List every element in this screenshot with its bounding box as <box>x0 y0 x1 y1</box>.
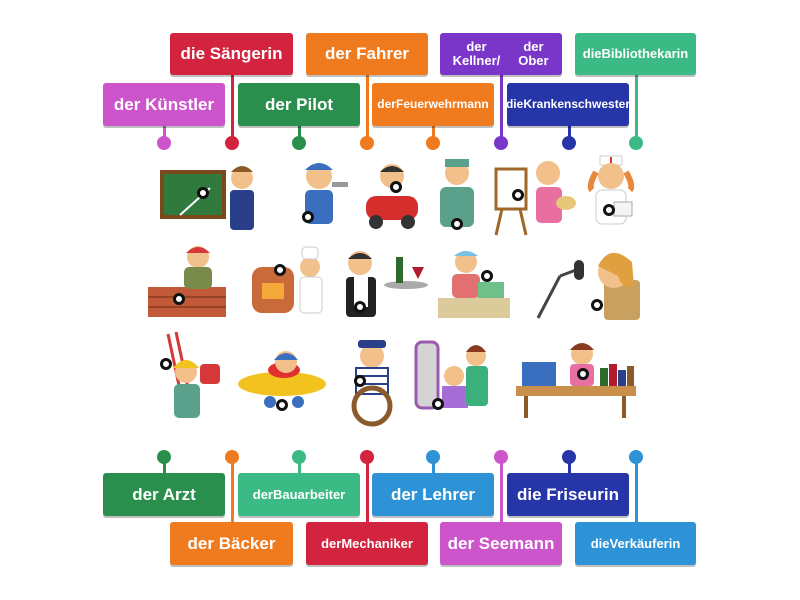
waiter-image <box>346 251 428 317</box>
label-text-line: der <box>377 97 396 112</box>
connector-stem <box>500 457 503 522</box>
connector-stem <box>635 457 638 522</box>
connector-knob[interactable] <box>629 450 643 464</box>
drop-pin[interactable] <box>302 211 314 223</box>
connector-stem <box>366 75 369 143</box>
drop-pin[interactable] <box>274 264 286 276</box>
drop-pin[interactable] <box>390 181 402 193</box>
label-text-line: der <box>252 486 273 502</box>
connector-stem <box>635 75 638 143</box>
connector-knob[interactable] <box>360 136 374 150</box>
connector-stem <box>568 126 571 143</box>
label-text-line: der Kellner/ <box>452 39 501 68</box>
label-text-line: die <box>590 535 610 551</box>
drop-pin[interactable] <box>160 358 172 370</box>
label-die-saengerin[interactable]: die Sängerin <box>170 33 293 75</box>
connector-stem <box>500 75 503 143</box>
connector-stem <box>298 457 301 473</box>
connector-knob[interactable] <box>225 136 239 150</box>
label-text-line: Bibliothekarin <box>601 46 689 62</box>
sailor-image <box>351 340 393 427</box>
connector-stem <box>432 457 435 473</box>
connector-stem <box>298 126 301 143</box>
connector-knob[interactable] <box>494 450 508 464</box>
connector-stem <box>231 75 234 143</box>
label-der-fahrer[interactable]: der Fahrer <box>306 33 428 75</box>
label-text-line: Feuerwehrmann <box>395 97 489 112</box>
bricklayer-image <box>148 246 226 317</box>
drop-pin[interactable] <box>577 368 589 380</box>
driver-image <box>366 164 418 229</box>
baker-image <box>252 246 323 314</box>
label-text-line: Mechaniker <box>341 535 413 551</box>
label-der-kuenstler[interactable]: der Künstler <box>103 83 225 126</box>
connector-knob[interactable] <box>157 136 171 150</box>
label-text-line: Bauarbeiter <box>272 486 346 502</box>
drop-pin[interactable] <box>197 187 209 199</box>
connector-knob[interactable] <box>292 450 306 464</box>
drop-pin[interactable] <box>173 293 185 305</box>
nurse-image <box>587 155 635 225</box>
firefighter-image <box>166 331 220 418</box>
label-der-baecker[interactable]: der Bäcker <box>170 522 293 565</box>
connector-knob[interactable] <box>360 450 374 464</box>
connector-knob[interactable] <box>629 136 643 150</box>
drop-pin[interactable] <box>432 398 444 410</box>
connector-stem <box>163 126 166 143</box>
label-text-line: die <box>505 97 524 112</box>
label-text-line: der Ober <box>518 39 549 68</box>
drop-pin[interactable] <box>276 399 288 411</box>
artist-image <box>494 161 576 236</box>
label-die-friseurin[interactable]: die Friseurin <box>507 473 629 516</box>
pilot-image <box>238 351 326 408</box>
drop-pin[interactable] <box>354 375 366 387</box>
connector-knob[interactable] <box>494 136 508 150</box>
drop-pin[interactable] <box>603 204 615 216</box>
label-text-line: der <box>321 535 342 551</box>
connector-knob[interactable] <box>426 450 440 464</box>
singer-image <box>536 252 640 320</box>
label-der-kellner-der-ober[interactable]: der Kellner/der Ober <box>440 33 562 75</box>
connector-stem <box>163 457 166 473</box>
drop-pin[interactable] <box>451 218 463 230</box>
label-der-pilot[interactable]: der Pilot <box>238 83 360 126</box>
mechanic-image <box>305 163 348 224</box>
drop-pin[interactable] <box>591 299 603 311</box>
connector-knob[interactable] <box>562 136 576 150</box>
doctor-image <box>440 159 474 227</box>
label-der-lehrer[interactable]: der Lehrer <box>372 473 494 516</box>
connector-stem <box>432 126 435 143</box>
drop-pin[interactable] <box>481 270 493 282</box>
teacher-image <box>160 166 254 230</box>
label-text-line: die <box>582 46 602 62</box>
connector-stem <box>568 457 571 473</box>
label-der-arzt[interactable]: der Arzt <box>103 473 225 516</box>
saleswoman-image <box>438 251 510 318</box>
connector-knob[interactable] <box>292 136 306 150</box>
connector-knob[interactable] <box>225 450 239 464</box>
connector-stem <box>366 457 369 522</box>
label-der-seemann[interactable]: der Seemann <box>440 522 562 565</box>
connector-knob[interactable] <box>157 450 171 464</box>
connector-stem <box>231 457 234 522</box>
hairdresser-image <box>414 340 488 410</box>
drop-pin[interactable] <box>354 301 366 313</box>
connector-knob[interactable] <box>426 136 440 150</box>
label-text-line: Krankenschwester <box>523 97 631 112</box>
librarian-image <box>516 343 636 418</box>
drop-pin[interactable] <box>512 189 524 201</box>
connector-knob[interactable] <box>562 450 576 464</box>
label-text-line: Verkäuferin <box>609 535 681 551</box>
